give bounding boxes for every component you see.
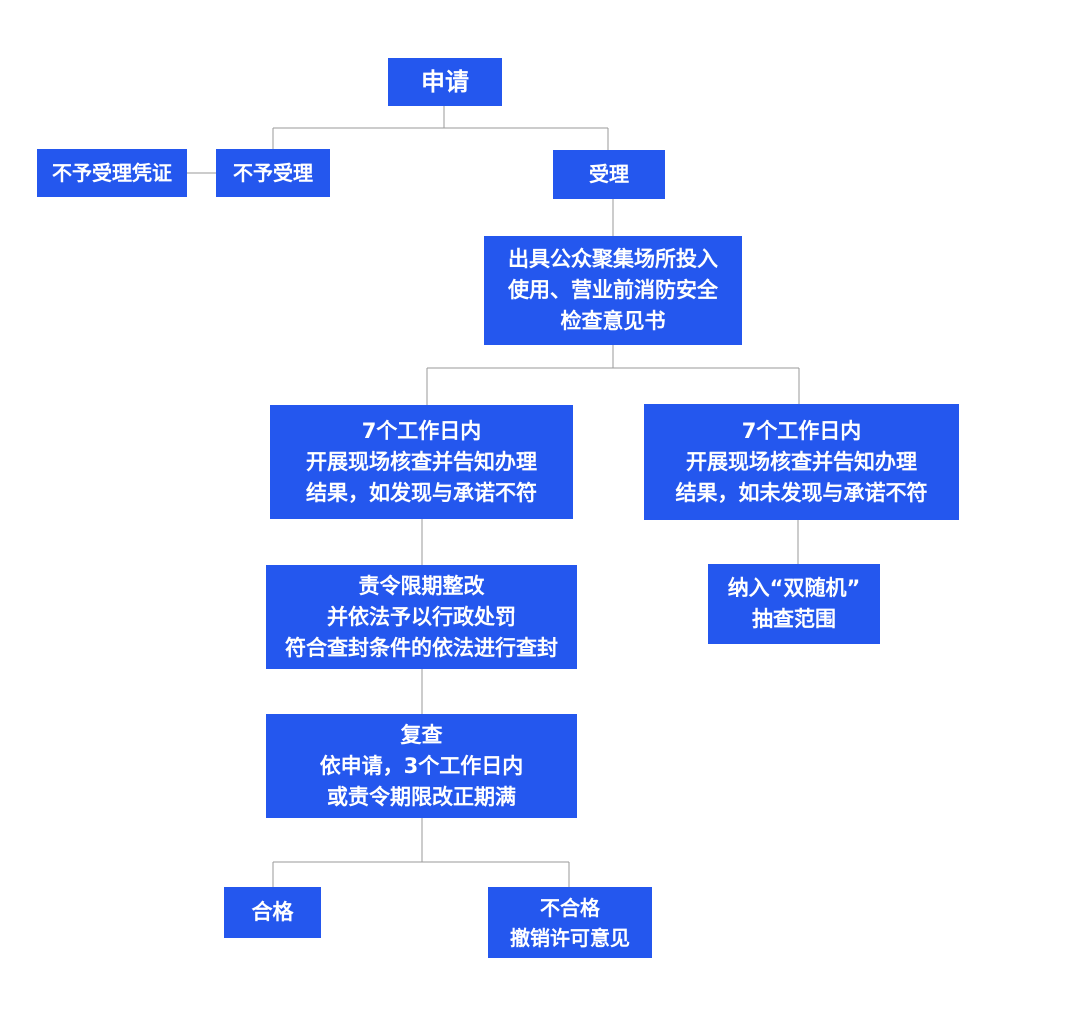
inspection-found-node: 7个工作日内 开展现场核查并告知办理 结果，如发现与承诺不符 <box>270 405 573 519</box>
reject-node: 不予受理 <box>216 149 330 197</box>
issue-opinion-node: 出具公众聚集场所投入 使用、营业前消防安全 检查意见书 <box>484 236 742 345</box>
apply-node: 申请 <box>388 58 502 106</box>
reject-certificate-node: 不予受理凭证 <box>37 149 187 197</box>
pass-node: 合格 <box>224 887 321 938</box>
rectify-penalty-node: 责令限期整改 并依法予以行政处罚 符合查封条件的依法进行查封 <box>266 565 577 669</box>
accept-node: 受理 <box>553 150 665 199</box>
random-check-node: 纳入“双随机” 抽查范围 <box>708 564 880 644</box>
recheck-node: 复查 依申请，3个工作日内 或责令期限改正期满 <box>266 714 577 818</box>
inspection-not-found-node: 7个工作日内 开展现场核查并告知办理 结果，如未发现与承诺不符 <box>644 404 959 520</box>
fail-revoke-node: 不合格 撤销许可意见 <box>488 887 652 958</box>
